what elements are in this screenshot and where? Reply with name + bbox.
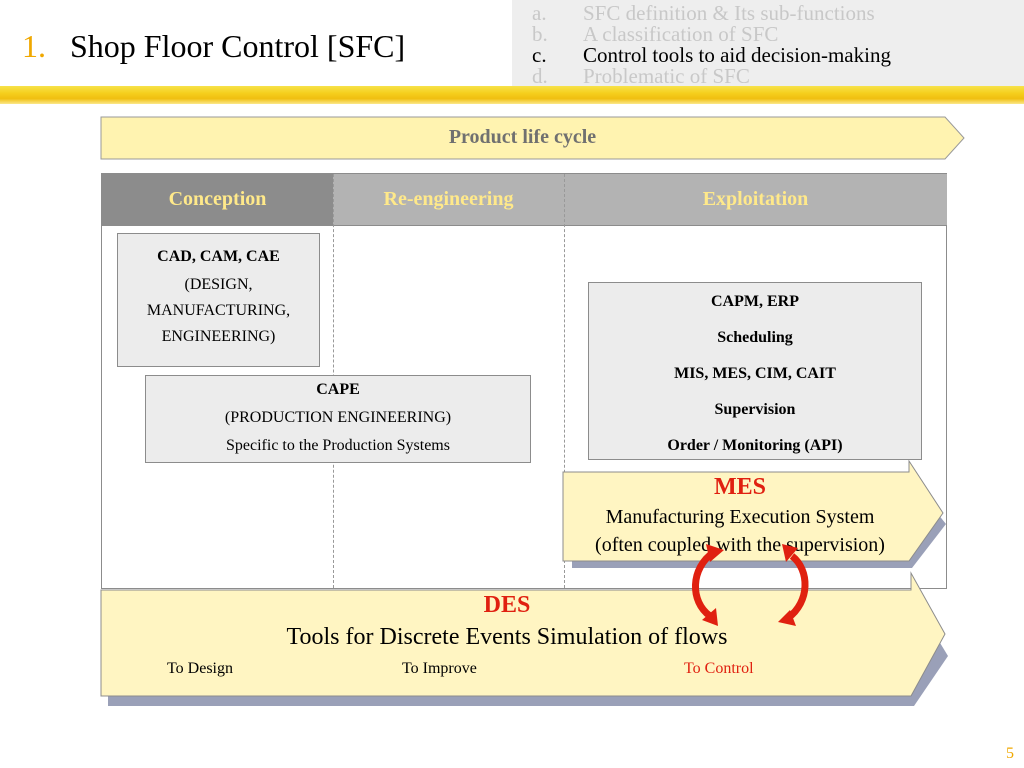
cad-box-line: (DESIGN,	[184, 276, 253, 293]
des-label-improve: To Improve	[402, 660, 477, 677]
cad-box-line: ENGINEERING)	[161, 328, 276, 345]
cad-cam-cae-box: CAD, CAM, CAE (DESIGN, MANUFACTURING, EN…	[117, 233, 320, 367]
lifecycle-label: Product life cycle	[448, 126, 597, 148]
lifecycle-arrow	[100, 116, 965, 160]
cad-box-title: CAD, CAM, CAE	[157, 248, 280, 265]
page-number: 5	[1006, 745, 1014, 762]
des-ribbon	[100, 571, 948, 706]
capm-box-line: Scheduling	[717, 329, 793, 346]
outline-item-a: a. SFC definition & Its sub-functions	[532, 2, 875, 24]
mes-description: Manufacturing Execution System	[605, 506, 875, 528]
des-title: DES	[483, 592, 531, 618]
cad-box-line: MANUFACTURING,	[146, 302, 291, 319]
phase-header-reengineering: Re-engineering	[333, 174, 564, 225]
outline-text: Problematic of SFC	[583, 64, 750, 88]
des-description: Tools for Discrete Events Simulation of …	[286, 624, 728, 650]
table-header-divider	[102, 225, 947, 226]
des-label-control: To Control	[684, 660, 754, 677]
capm-box-line: CAPM, ERP	[711, 293, 799, 310]
outline-item-c: c. Control tools to aid decision-making	[532, 44, 891, 66]
outline-panel	[512, 0, 1024, 86]
capm-box-line: Supervision	[714, 401, 796, 418]
outline-marker: c.	[532, 43, 547, 67]
cycle-arrows-icon	[692, 544, 809, 626]
phase-divider	[564, 174, 565, 588]
outline-text: A classification of SFC	[583, 22, 779, 46]
header-band	[0, 86, 1024, 104]
des-label-design: To Design	[167, 660, 233, 677]
phase-header-conception: Conception	[102, 174, 333, 225]
outline-marker: d.	[532, 64, 548, 88]
mes-ribbon	[562, 460, 946, 568]
capm-erp-box: CAPM, ERP Scheduling MIS, MES, CIM, CAIT…	[588, 282, 922, 460]
capm-box-line: Order / Monitoring (API)	[667, 437, 843, 454]
slide-title: Shop Floor Control [SFC]	[70, 28, 406, 64]
cape-box-line: Specific to the Production Systems	[226, 437, 450, 454]
cape-box: CAPE (PRODUCTION ENGINEERING) Specific t…	[145, 375, 531, 463]
mes-title: MES	[713, 474, 766, 500]
outline-item-d: d. Problematic of SFC	[532, 65, 750, 87]
mes-note: (often coupled with the supervision)	[595, 534, 885, 556]
slide-title-number: 1.	[22, 28, 46, 64]
outline-marker: a.	[532, 1, 547, 25]
outline-item-b: b. A classification of SFC	[532, 23, 778, 45]
cape-box-title: CAPE	[316, 381, 360, 398]
capm-box-line: MIS, MES, CIM, CAIT	[674, 365, 836, 382]
outline-marker: b.	[532, 22, 548, 46]
cape-box-line: (PRODUCTION ENGINEERING)	[224, 409, 452, 426]
outline-text: Control tools to aid decision-making	[583, 43, 891, 67]
outline-text: SFC definition & Its sub-functions	[583, 1, 875, 25]
phase-header-exploitation: Exploitation	[564, 174, 947, 225]
